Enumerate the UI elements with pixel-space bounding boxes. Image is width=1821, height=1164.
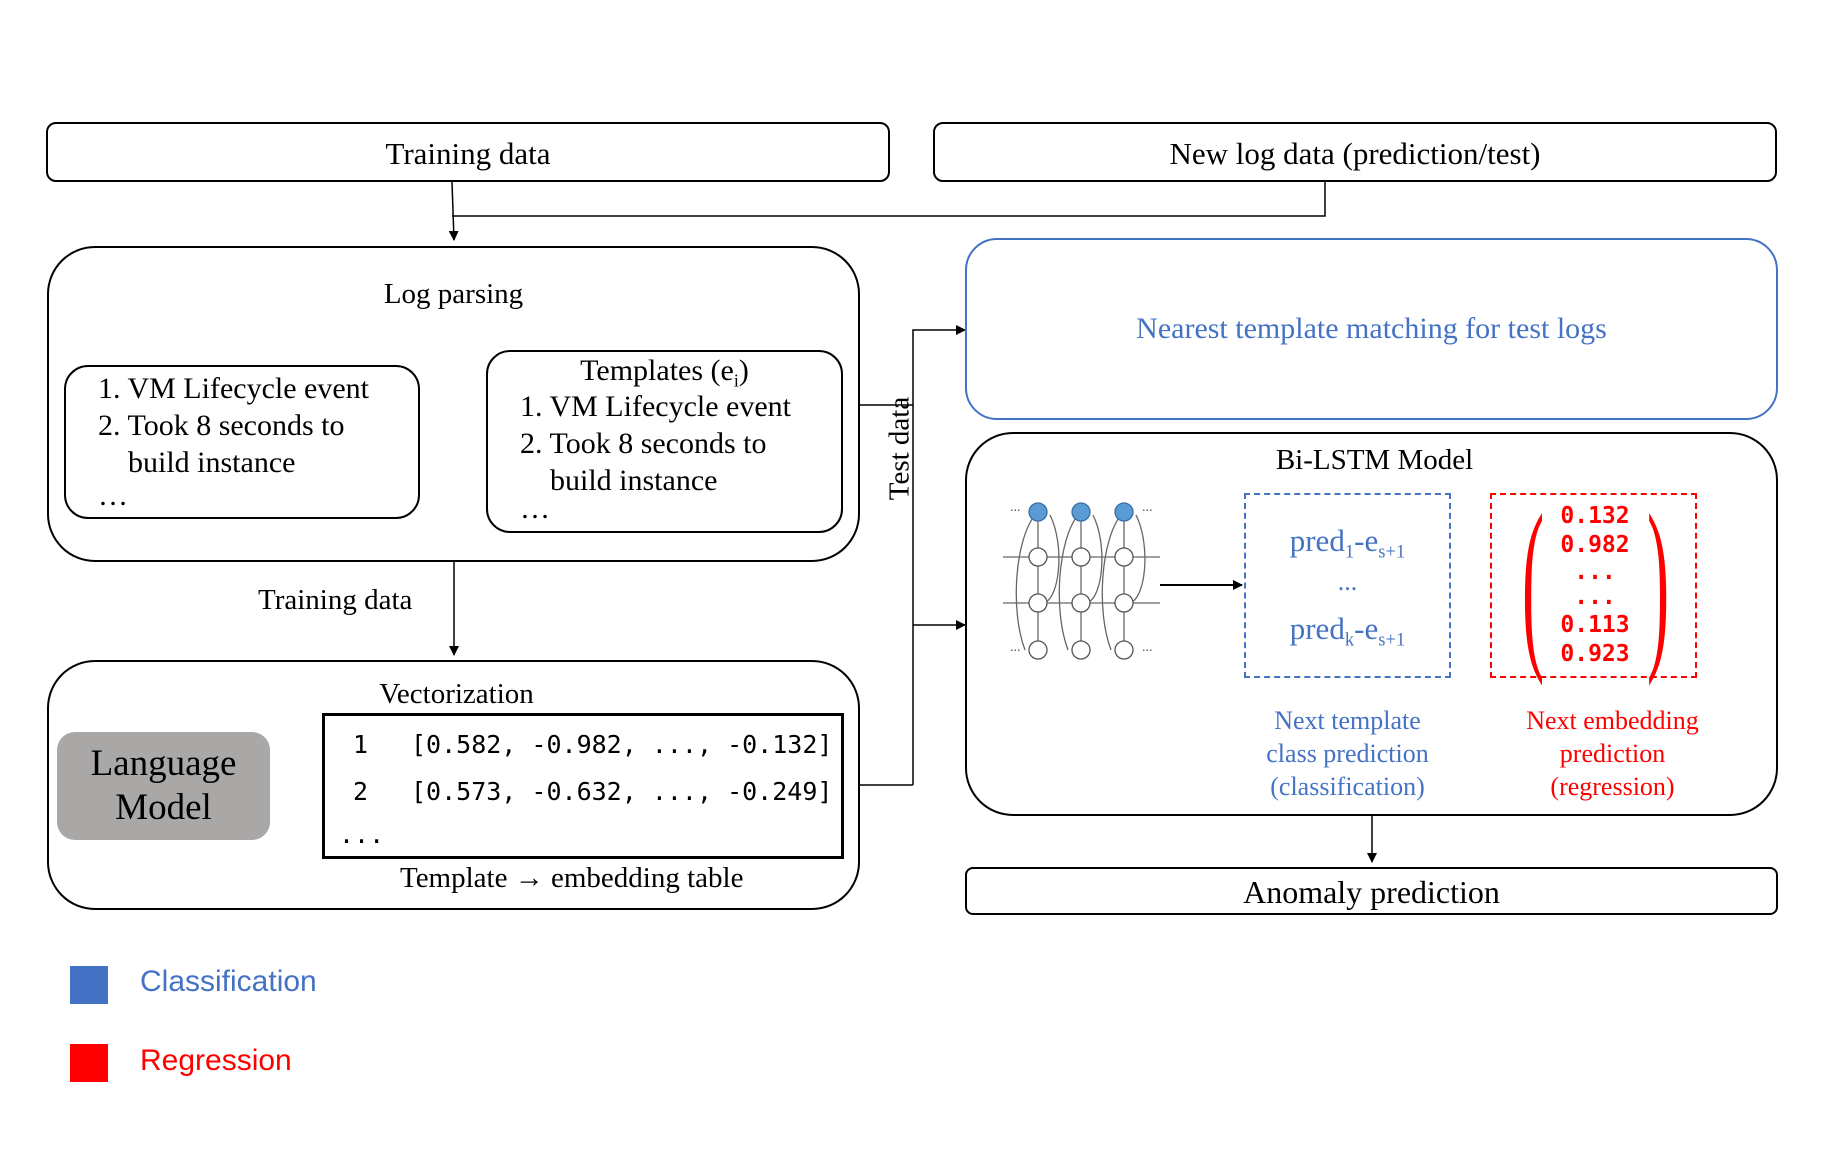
classification-prediction-box: pred1-es+1 ... predk-es+1 [1244,493,1451,678]
vector-value-2: 0.982 [1560,532,1630,558]
connector-new-log-data [452,182,1326,217]
template-line-2: 2. Took 8 seconds to [520,427,767,460]
lstm-dots-left-top: ... [1010,500,1021,515]
template-ellipsis: … [520,492,550,525]
raw-logs-box: 1. VM Lifecycle event 2. Took 8 seconds … [64,365,420,519]
pred-1-label: pred1-es+1 [1289,523,1406,563]
new-log-data-box: New log data (prediction/test) [933,122,1777,182]
embedding-table: 1 [0.582, -0.982, ..., -0.132] 2 [0.573,… [322,713,844,859]
arrow-training-to-parsing [448,181,459,241]
bilstm-box: Bi-LSTM Model [965,432,1778,816]
vector-value-1: 0.132 [1560,503,1630,529]
table-row-2-vector: [0.573, -0.632, ..., -0.249] [411,777,833,806]
vector-bracket-left: ( [1522,477,1545,687]
regression-caption-2: prediction [1559,739,1666,768]
connector-test-data-from-parsing [860,325,966,406]
bilstm-network-icon [1003,502,1160,660]
new-log-data-label: New log data (prediction/test) [1169,136,1541,171]
legend-regression-label: Regression [140,1044,292,1077]
raw-log-line-2: 2. Took 8 seconds to [98,409,345,442]
language-model-box: Language Model [57,732,270,840]
legend-classification-swatch [70,966,108,1004]
template-line-1: 1. VM Lifecycle event [520,390,792,423]
training-data-edge-label: Training data [258,584,413,616]
lstm-dots-right-bottom: ... [1142,640,1153,655]
bilstm-title: Bi-LSTM Model [1275,444,1474,476]
anomaly-prediction-box: Anomaly prediction [965,867,1778,915]
vector-value-5: 0.113 [1560,612,1630,638]
table-row-2-index: 2 [353,777,369,806]
vector-value-6: 0.923 [1560,641,1630,667]
training-data-box: Training data [46,122,890,182]
test-data-edge-label: Test data [883,396,916,501]
language-model-label-line1: Language [90,743,237,784]
classification-caption-1: Next template [1274,706,1421,735]
pred-k-label: predk-es+1 [1289,611,1406,651]
legend-regression-swatch [70,1044,108,1082]
table-ellipsis: ... [339,820,385,849]
language-model-label-line2: Model [115,787,212,828]
vector-bracket-right: ) [1647,477,1670,687]
nearest-template-label: Nearest template matching for test logs [1136,312,1607,345]
raw-log-line-3: build instance [128,446,296,479]
table-row-1-index: 1 [353,730,369,759]
nearest-template-box: Nearest template matching for test logs [965,238,1778,420]
vectorization-title: Vectorization [379,678,534,710]
pred-dots: ... [1337,567,1358,596]
templates-box: Templates (ei) 1. VM Lifecycle event 2. … [486,350,843,533]
classification-caption-3: (classification) [1270,772,1425,801]
raw-log-line-1: 1. VM Lifecycle event [98,372,370,405]
templates-title: Templates (ei) [580,354,749,391]
table-row-1-vector: [0.582, -0.982, ..., -0.132] [411,730,833,759]
lstm-dots-right-top: ... [1142,500,1153,515]
regression-caption-3: (regression) [1550,772,1675,801]
classification-caption-2: class prediction [1266,739,1429,768]
embedding-table-caption: Template → embedding table [400,862,744,894]
template-line-3: build instance [550,464,718,497]
regression-prediction-box: ( ) 0.132 0.982 ... ... 0.113 0.923 [1490,487,1697,678]
anomaly-prediction-label: Anomaly prediction [1243,874,1500,910]
regression-caption-1: Next embedding [1526,706,1699,735]
training-data-label: Training data [385,136,551,171]
lstm-dots-left-bottom: ... [1010,640,1021,655]
raw-log-ellipsis: … [98,479,128,512]
log-parsing-title: Log parsing [383,278,524,310]
vector-value-3: ... [1574,559,1616,585]
vector-value-4: ... [1574,584,1616,610]
legend-classification-label: Classification [140,965,317,998]
